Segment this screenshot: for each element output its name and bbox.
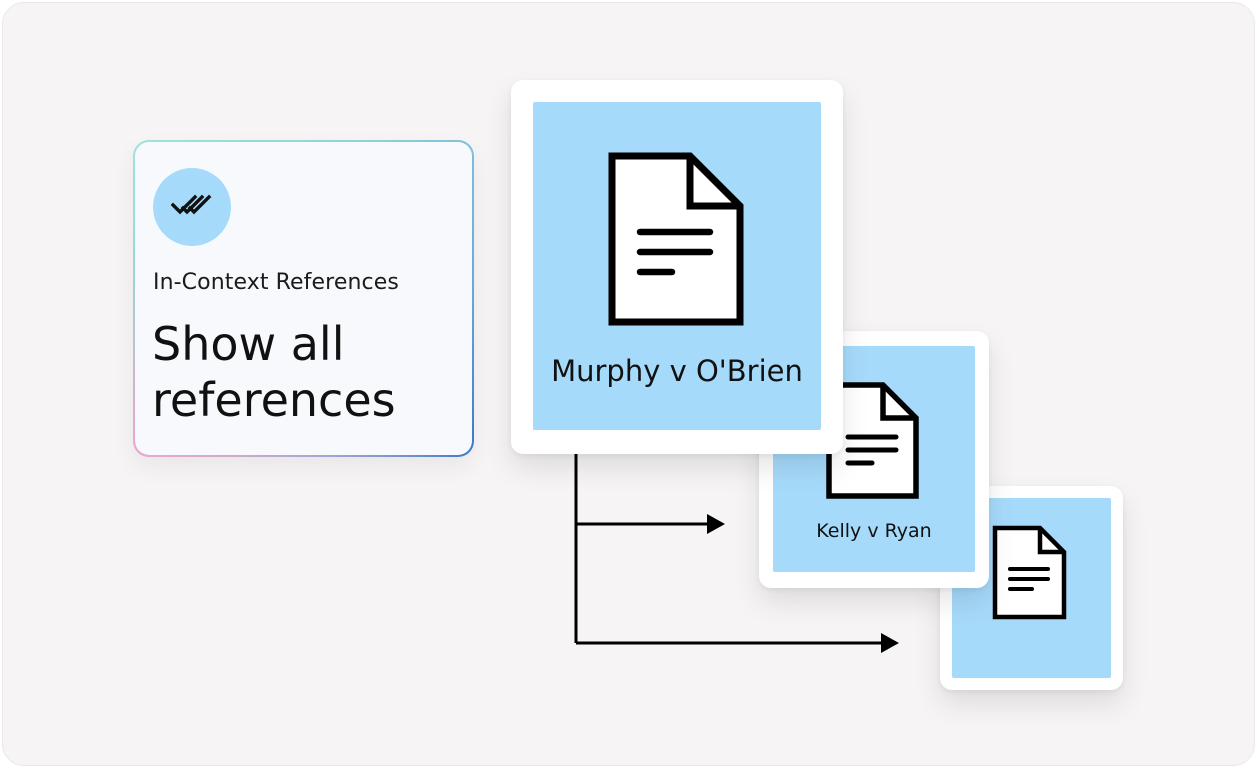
document-title: Kelly v Ryan: [816, 520, 932, 542]
arrowhead-icon: [881, 633, 899, 653]
check-badge: [153, 168, 231, 246]
feature-kicker: In-Context References: [153, 270, 399, 295]
document-icon: [826, 382, 919, 499]
document-panel: Murphy v O'Brien: [533, 102, 821, 430]
document-title: Murphy v O'Brien: [551, 354, 803, 388]
document-card-1[interactable]: Murphy v O'Brien: [511, 80, 843, 454]
document-panel: [952, 498, 1111, 678]
double-check-icon: [171, 194, 212, 215]
arrowhead-icon: [707, 514, 725, 534]
feature-title: Show all references: [152, 317, 396, 427]
document-panel: Kelly v Ryan: [773, 346, 975, 572]
document-card-2[interactable]: Kelly v Ryan: [759, 331, 989, 588]
document-icon: [992, 525, 1067, 620]
document-icon: [608, 152, 744, 326]
feature-card-body: In-Context References Show all reference…: [135, 142, 472, 455]
reference-connector: [574, 453, 899, 653]
feature-card[interactable]: In-Context References Show all reference…: [133, 140, 474, 457]
